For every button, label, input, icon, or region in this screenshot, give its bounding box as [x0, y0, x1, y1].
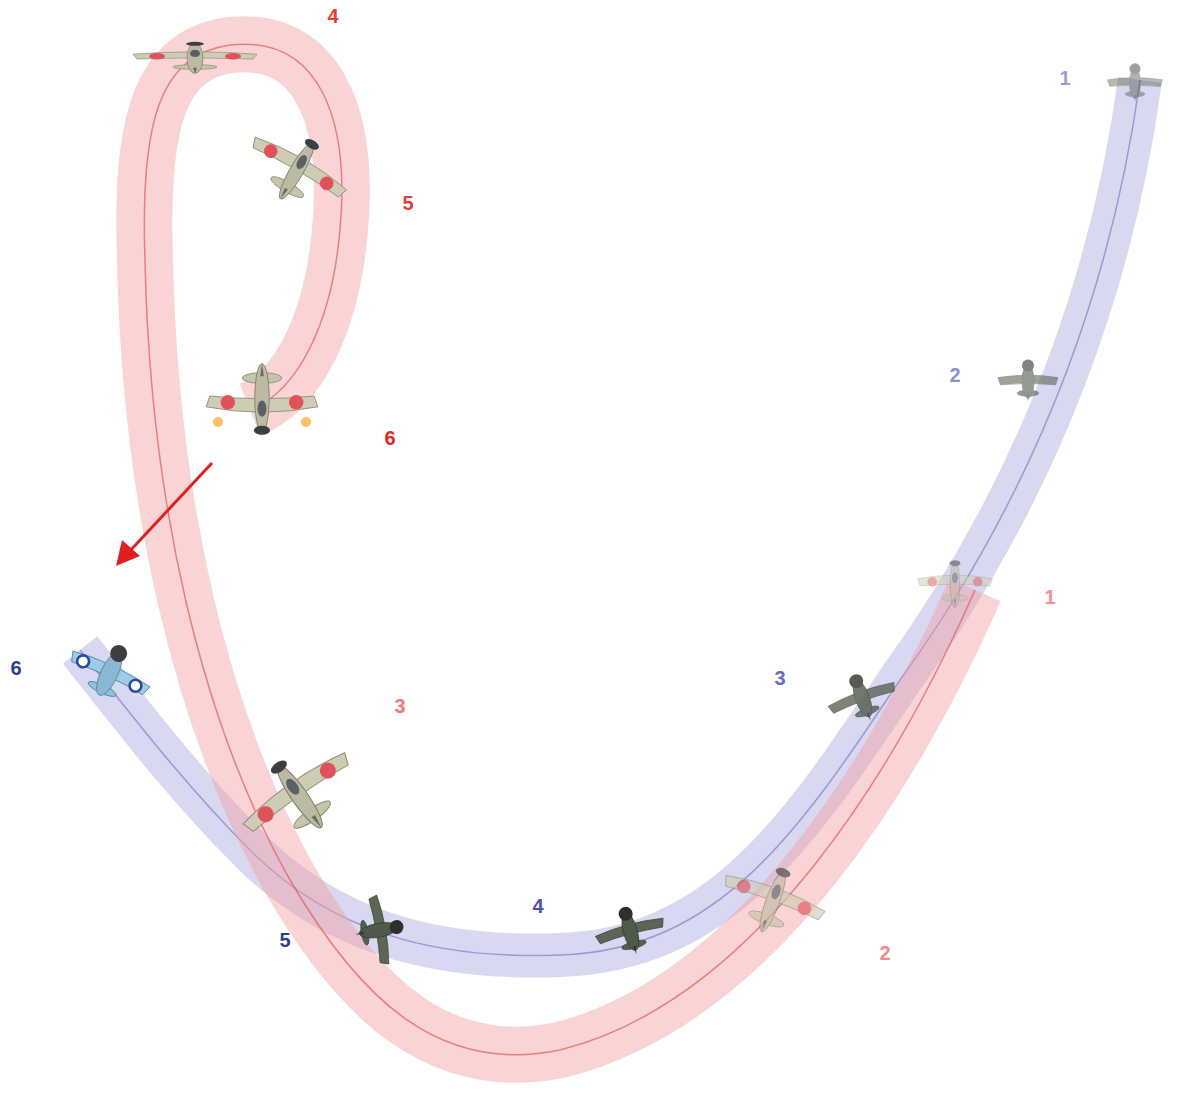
callout-number: 5 — [279, 930, 290, 950]
i16-plane — [590, 898, 670, 963]
zero-plane — [235, 114, 360, 225]
i16-plane — [998, 360, 1058, 402]
callout-number: 1 — [1059, 68, 1070, 88]
i16-plane — [821, 663, 904, 733]
callout-number: 1 — [1044, 587, 1055, 607]
red-trail — [144, 44, 975, 1055]
muzzle-flash — [301, 417, 311, 427]
zero-plane — [206, 364, 318, 435]
red-trail-line — [144, 44, 975, 1055]
callout-number: 6 — [384, 428, 395, 448]
zero-plane — [712, 851, 834, 950]
zero-plane — [225, 727, 372, 863]
callout-number: 4 — [327, 6, 338, 26]
zero-plane — [918, 560, 992, 607]
attack-arrowhead — [116, 540, 140, 566]
callout-number: 4 — [532, 896, 543, 916]
callout-number: 3 — [774, 668, 785, 688]
attack-arrow — [128, 463, 212, 553]
i16-plane — [61, 628, 161, 713]
i16-plane — [1108, 63, 1163, 102]
callout-number: 3 — [394, 696, 405, 716]
callout-number: 2 — [879, 943, 890, 963]
i16-plane — [349, 891, 409, 968]
muzzle-flash — [213, 417, 223, 427]
callout-number: 6 — [10, 658, 21, 678]
callout-number: 2 — [949, 365, 960, 385]
zero-plane — [133, 42, 257, 74]
callout-number: 5 — [402, 193, 413, 213]
